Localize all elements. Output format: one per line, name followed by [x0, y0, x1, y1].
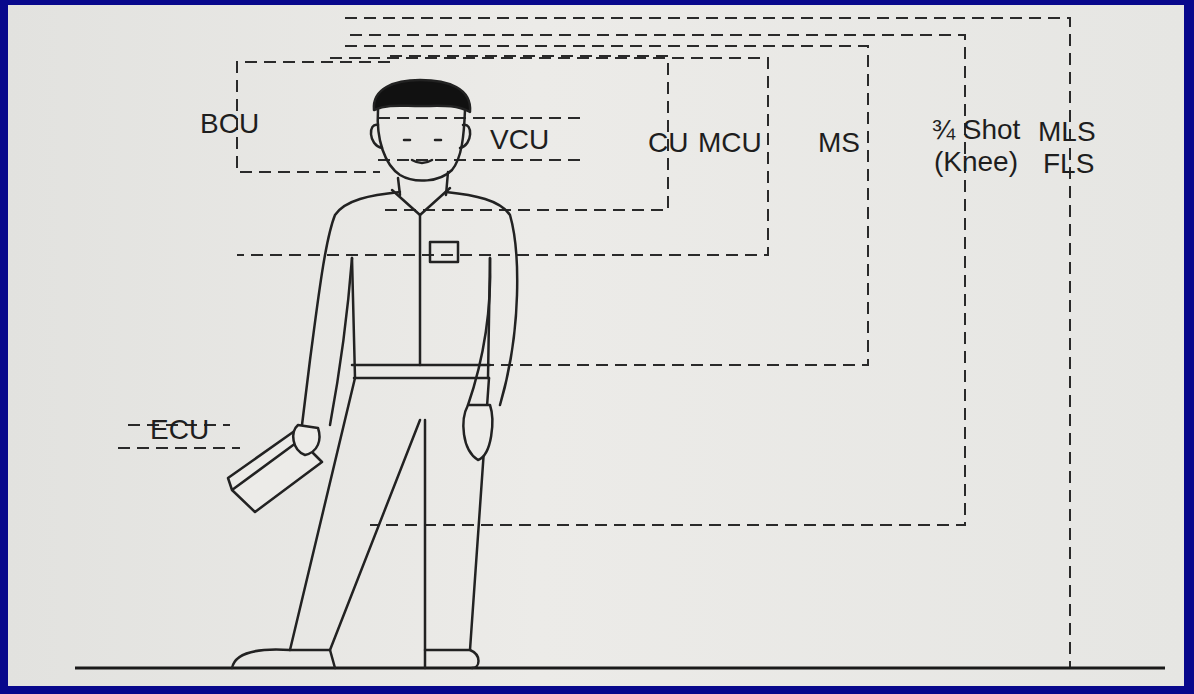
- shot-label: MLS: [1038, 116, 1096, 148]
- shot-label: VCU: [490, 124, 549, 156]
- face: [378, 110, 465, 181]
- ear: [460, 125, 470, 148]
- vcu-line: [378, 159, 580, 161]
- shot-label: MCU: [698, 127, 762, 159]
- bcu-frame: [237, 62, 390, 172]
- face-features: [404, 140, 441, 163]
- neck: [398, 172, 448, 195]
- pocket: [430, 242, 458, 262]
- shirt-right: [446, 192, 517, 405]
- ground-line: [75, 667, 1165, 670]
- shot-label: ECU: [150, 414, 209, 446]
- shot-label: BCU: [200, 108, 259, 140]
- ms-frame: [345, 46, 868, 365]
- knee-frame: [350, 35, 965, 525]
- belt: [352, 365, 490, 378]
- fls-frame: [345, 18, 1070, 668]
- shot-label: CU: [648, 127, 688, 159]
- ear: [371, 125, 382, 148]
- shot-label: FLS: [1043, 148, 1094, 180]
- shoe: [232, 650, 335, 668]
- shoe: [425, 650, 479, 668]
- man-figure: [228, 80, 517, 668]
- shot-label: MS: [818, 127, 860, 159]
- vcu-line: [378, 117, 580, 119]
- arm-inner-right: [468, 258, 490, 405]
- leg: [290, 378, 420, 650]
- framing-lines: [118, 18, 1070, 668]
- hand: [293, 425, 319, 455]
- hand: [463, 405, 492, 460]
- mcu-frame: [237, 58, 768, 255]
- ecu-line: [118, 447, 240, 449]
- hair: [374, 80, 470, 112]
- shot-label: ¾ Shot (Knee): [926, 114, 1026, 178]
- placket: [419, 215, 422, 365]
- page-background: [8, 5, 1184, 686]
